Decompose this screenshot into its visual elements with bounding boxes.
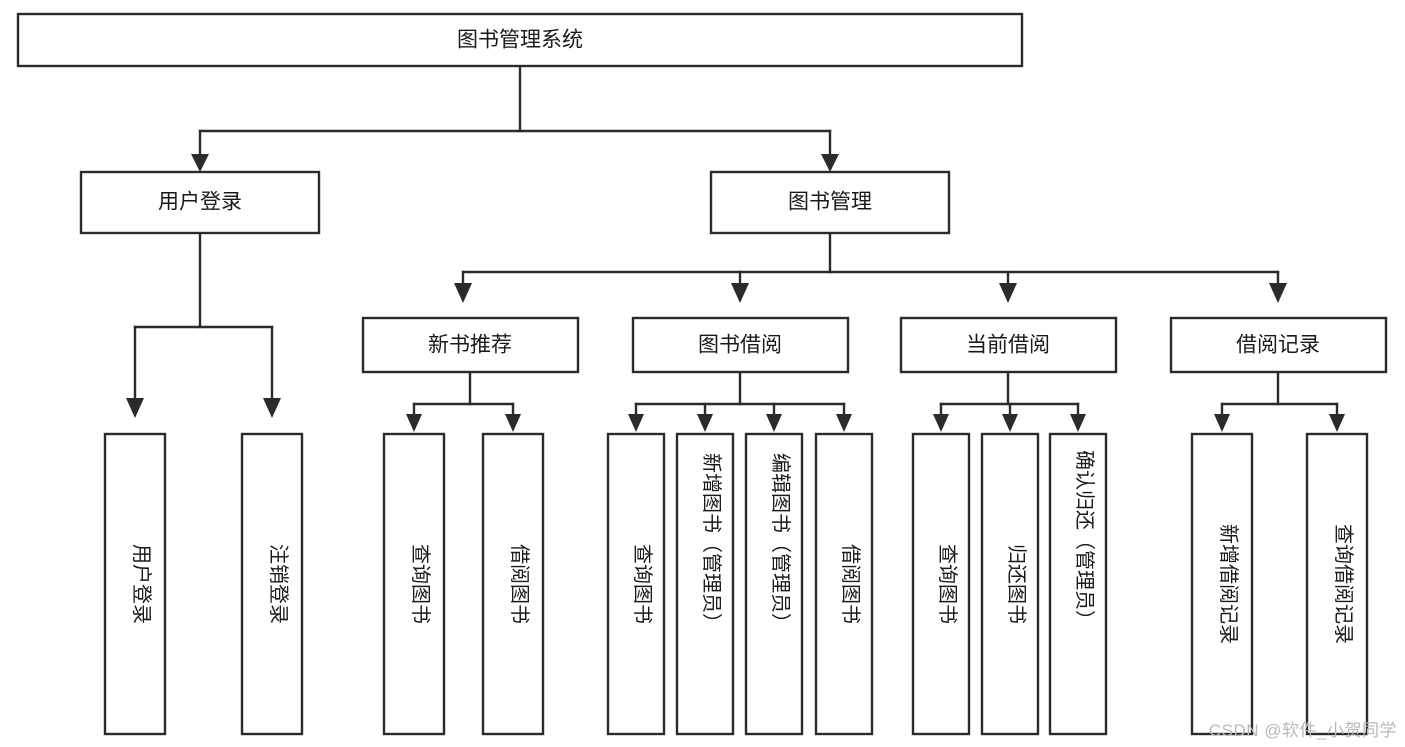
node-book-management-label: 图书管理 — [788, 191, 872, 214]
node-user-login[interactable]: 用户登录 — [79, 170, 321, 235]
arrow-icon-bookborrow-leaf-0 — [628, 414, 644, 432]
leaf-new-book-0-label: 查询图书 — [409, 544, 432, 624]
arrow-icon-newbook-leaf-1 — [505, 414, 521, 432]
arrow-icon-userlogin-leaf-1 — [263, 398, 281, 418]
node-borrow-record-label: 借阅记录 — [1236, 334, 1320, 357]
arrowhead-layer — [126, 154, 1345, 432]
node-root[interactable]: 图书管理系统 — [16, 12, 1024, 68]
leaf-user-login-1-box[interactable] — [240, 432, 304, 736]
leaf-book-borrow-2-label: 编辑图书（管理员） — [769, 453, 792, 633]
node-new-book-recommend[interactable]: 新书推荐 — [361, 316, 580, 374]
arrow-icon-userlogin-leaf-0 — [126, 398, 144, 418]
leaf-current-borrow-2[interactable]: 确认归还（管理员） — [1048, 432, 1108, 736]
node-user-login-box[interactable] — [79, 170, 321, 235]
arrow-icon-newbook — [454, 283, 472, 303]
leaf-borrow-record-0-box[interactable] — [1190, 432, 1254, 736]
leaf-book-borrow-1-box[interactable] — [675, 432, 735, 736]
node-book-management[interactable]: 图书管理 — [709, 170, 951, 235]
arrow-icon-bookborrow-leaf-1 — [697, 414, 713, 432]
node-user-login-label: 用户登录 — [158, 191, 242, 214]
leaf-book-borrow-3-label: 借阅图书 — [839, 544, 862, 624]
arrow-icon-currentborrow-leaf-0 — [933, 414, 949, 432]
node-borrow-record-box[interactable] — [1169, 316, 1388, 374]
node-current-borrow-box[interactable] — [899, 316, 1118, 374]
node-book-borrow[interactable]: 图书借阅 — [631, 316, 850, 374]
leaf-book-borrow-0-label: 查询图书 — [631, 544, 654, 624]
leaf-new-book-1[interactable]: 借阅图书 — [481, 432, 545, 736]
leaf-book-borrow-0-box[interactable] — [606, 432, 666, 736]
leaf-user-login-1[interactable]: 注销登录 — [240, 432, 304, 736]
arrow-icon-newbook-leaf-0 — [406, 414, 422, 432]
node-book-borrow-label: 图书借阅 — [698, 334, 782, 357]
leaf-book-borrow-1-label: 新增图书（管理员） — [700, 453, 723, 633]
leaf-borrow-record-1[interactable]: 查询借阅记录 — [1305, 432, 1369, 736]
node-root-box[interactable] — [16, 12, 1024, 68]
leaf-current-borrow-1-label: 归还图书 — [1005, 544, 1028, 624]
leaf-user-login-0-label: 用户登录 — [130, 544, 153, 624]
node-borrow-record[interactable]: 借阅记录 — [1169, 316, 1388, 374]
leaf-book-borrow-2[interactable]: 编辑图书（管理员） — [744, 432, 804, 736]
arrow-icon-bookborrow-leaf-2 — [766, 414, 782, 432]
leaf-book-borrow-0[interactable]: 查询图书 — [606, 432, 666, 736]
leaf-book-borrow-3[interactable]: 借阅图书 — [814, 432, 874, 736]
node-book-management-box[interactable] — [709, 170, 951, 235]
arrow-icon-bookborrow-leaf-3 — [836, 414, 852, 432]
leaf-book-borrow-2-box[interactable] — [744, 432, 804, 736]
leaf-new-book-1-label: 借阅图书 — [508, 544, 531, 624]
leaf-user-login-0-box[interactable] — [103, 432, 167, 736]
leaf-current-borrow-0[interactable]: 查询图书 — [911, 432, 971, 736]
leaf-current-borrow-0-box[interactable] — [911, 432, 971, 736]
leaf-user-login-0[interactable]: 用户登录 — [103, 432, 167, 736]
arrow-icon-currentborrow — [999, 283, 1017, 303]
arrow-icon-borrowrecord-leaf-0 — [1214, 414, 1230, 432]
leaf-new-book-1-box[interactable] — [481, 432, 545, 736]
leaf-borrow-record-0[interactable]: 新增借阅记录 — [1190, 432, 1254, 736]
leaf-current-borrow-0-label: 查询图书 — [936, 544, 959, 624]
csdn-watermark: CSDN @软件_小贺同学 — [1208, 721, 1397, 740]
leaf-borrow-record-1-box[interactable] — [1305, 432, 1369, 736]
leaf-current-borrow-2-box[interactable] — [1048, 432, 1108, 736]
node-new-book-recommend-box[interactable] — [361, 316, 580, 374]
node-root-label: 图书管理系统 — [457, 29, 583, 52]
arrow-icon-currentborrow-leaf-1 — [1002, 414, 1018, 432]
arrow-icon-bookborrow — [731, 283, 749, 303]
leaf-current-borrow-1-box[interactable] — [980, 432, 1040, 736]
node-current-borrow-label: 当前借阅 — [966, 334, 1050, 357]
arrow-icon-userlogin — [191, 154, 209, 172]
arrow-icon-bookmgmt — [821, 154, 839, 172]
node-book-borrow-box[interactable] — [631, 316, 850, 374]
arrow-icon-borrowrecord — [1269, 283, 1287, 303]
leaf-book-borrow-1[interactable]: 新增图书（管理员） — [675, 432, 735, 736]
leaf-book-borrow-3-box[interactable] — [814, 432, 874, 736]
leaf-user-login-1-label: 注销登录 — [267, 544, 290, 624]
leaf-borrow-record-1-label: 查询借阅记录 — [1332, 524, 1355, 644]
arrow-icon-borrowrecord-leaf-1 — [1329, 414, 1345, 432]
leaf-current-borrow-1[interactable]: 归还图书 — [980, 432, 1040, 736]
node-current-borrow[interactable]: 当前借阅 — [899, 316, 1118, 374]
leaf-current-borrow-2-label: 确认归还（管理员） — [1073, 450, 1096, 630]
arrow-icon-currentborrow-leaf-2 — [1070, 414, 1086, 432]
node-new-book-recommend-label: 新书推荐 — [428, 334, 512, 357]
leaf-new-book-0[interactable]: 查询图书 — [382, 432, 446, 736]
leaf-borrow-record-0-label: 新增借阅记录 — [1217, 524, 1240, 644]
leaf-new-book-0-box[interactable] — [382, 432, 446, 736]
